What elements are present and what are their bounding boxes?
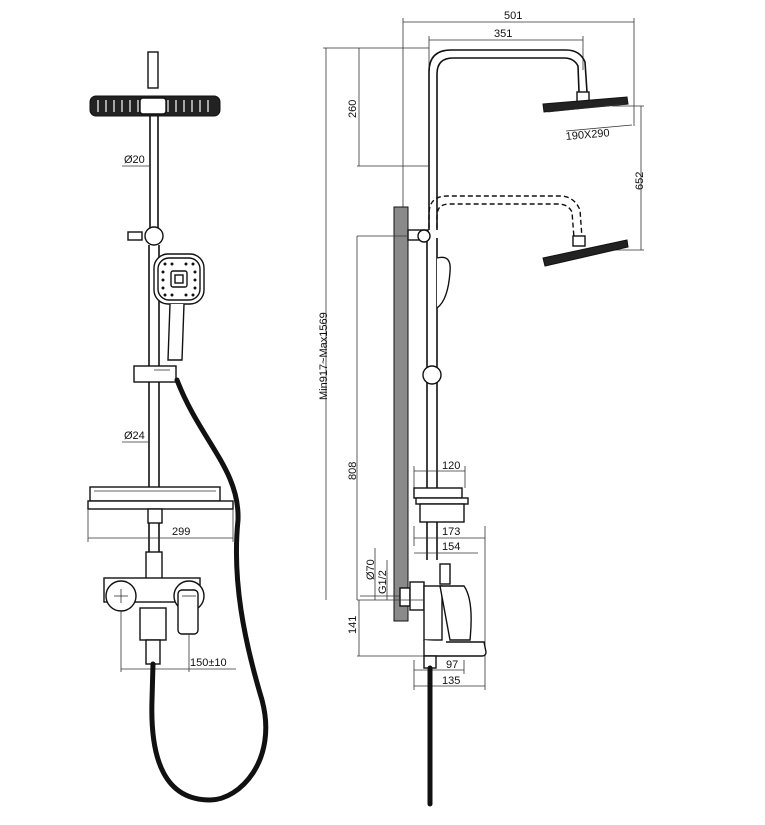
dim-head-size: 190X290 <box>565 127 610 143</box>
dim-arm-height: 260 <box>347 100 359 118</box>
dim-mixer-depth-inner: 154 <box>442 541 460 553</box>
dim-spout-length-inner: 97 <box>446 659 458 671</box>
dim-total-height: Min917~Max1569 <box>318 312 330 400</box>
dim-arm-width: 351 <box>494 28 512 40</box>
dim-inlet-spacing: 150±10 <box>190 657 227 669</box>
shower-arm-lower-position <box>428 195 629 267</box>
height-adjust-knob <box>127 226 164 246</box>
mixer-valve-front <box>103 577 205 665</box>
hand-shower-holder <box>133 365 177 383</box>
dim-thread: G1/2 <box>377 570 389 594</box>
top-connector <box>147 51 159 89</box>
dim-lower-height: 808 <box>347 462 359 480</box>
dim-drop-height: 652 <box>634 172 646 190</box>
dim-spout-length-outer: 135 <box>442 675 460 687</box>
wall-section <box>393 206 409 622</box>
hand-shower-side <box>436 256 451 309</box>
hand-shower <box>153 253 205 361</box>
hand-shower-holder-side <box>422 365 442 385</box>
dim-spout-height: 141 <box>347 616 359 634</box>
shelf-side <box>413 466 469 523</box>
front-view: Ø20 Ø24 <box>87 51 269 803</box>
mixer-valve-side <box>360 563 487 669</box>
shower-arm-upper <box>428 49 590 230</box>
shower-hose <box>149 377 269 803</box>
dim-outer-width: 501 <box>504 10 522 22</box>
rain-shower-head-side <box>542 96 629 113</box>
dim-pipe-lower: Ø24 <box>124 430 145 442</box>
dim-mixer-depth-outer: 173 <box>442 526 460 538</box>
dim-shelf-width-front: 299 <box>172 526 190 538</box>
dim-shelf-width-side: 120 <box>442 460 460 472</box>
shelf-front <box>87 486 234 524</box>
dim-escutcheon: Ø70 <box>365 559 377 580</box>
dim-pipe-upper: Ø20 <box>124 154 145 166</box>
side-view: 501 351 190X290 260 652 <box>318 10 646 807</box>
rain-shower-head-front <box>89 95 221 117</box>
